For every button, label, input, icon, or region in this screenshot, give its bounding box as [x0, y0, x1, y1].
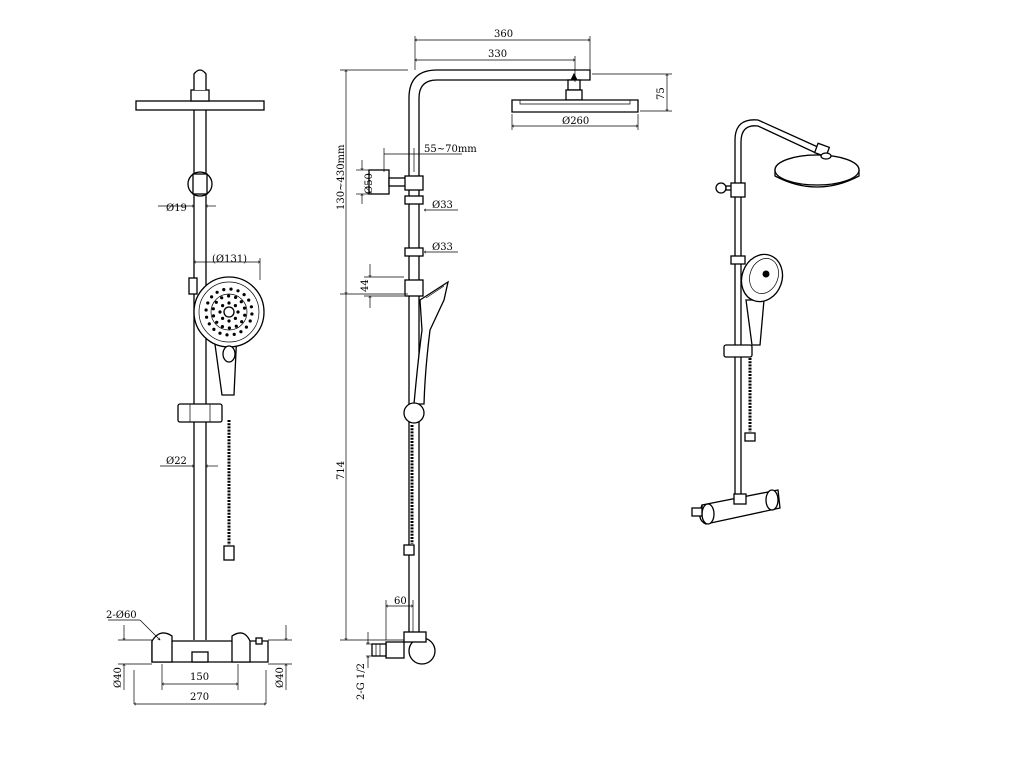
side-valve — [371, 631, 436, 665]
nozzle-dot — [227, 301, 231, 305]
dim-thread: 2-G 1/2 — [356, 663, 367, 700]
nozzle-dot — [233, 316, 237, 320]
perspective-view — [691, 119, 860, 525]
nozzle-dot — [215, 320, 219, 324]
nozzle-dot — [239, 330, 243, 334]
dim-wall-offset: 60 — [394, 596, 407, 607]
nozzle-dot — [218, 331, 222, 335]
nozzle-dot — [204, 308, 208, 312]
nozzle-dot — [247, 298, 251, 302]
dim-rail-dia: Ø19 — [166, 203, 187, 214]
dim-inlet: 2-Ø60 — [106, 610, 137, 621]
dim-arm-total: 360 — [494, 29, 513, 40]
dim-head-dia: Ø260 — [562, 116, 589, 127]
overhead-head-side — [511, 99, 639, 113]
dim-adjust-range: 130~430mm — [336, 144, 347, 210]
dim-lower-rail-dia: Ø22 — [166, 456, 187, 467]
nozzle-dot — [221, 316, 225, 320]
nozzle-dot — [227, 319, 231, 323]
nozzle-dot — [242, 306, 247, 310]
perspective-valve — [691, 489, 781, 525]
nozzle-dot — [233, 304, 237, 308]
nozzle-dot — [240, 320, 244, 324]
dim-width: 270 — [190, 692, 209, 703]
dim-arm-inner: 330 — [488, 49, 507, 60]
nozzle-dot — [225, 333, 229, 337]
front-view: Ø19 (Ø131) Ø22 2-Ø60 Ø40 Ø40 150 270 — [106, 69, 292, 704]
nozzle-dot — [220, 325, 224, 329]
dim-slider: 44 — [360, 279, 371, 292]
dim-body-right: Ø40 — [275, 667, 286, 688]
nozzle-dot — [244, 325, 248, 329]
dim-bracket-offset: 55~70mm — [424, 144, 477, 155]
nozzle-dot — [236, 310, 240, 314]
nozzle-dot — [250, 312, 254, 316]
side-view: 360 330 75 Ø260 55~70mm Ø50 Ø33 Ø33 1 — [336, 29, 672, 700]
dim-bracket-dia: Ø50 — [364, 173, 375, 194]
wall-bracket — [187, 171, 213, 197]
hose-connector — [223, 545, 235, 561]
thermostat-valve — [151, 632, 269, 663]
nozzle-dot — [227, 326, 231, 330]
nozzle-dot — [206, 301, 210, 305]
side-slider — [404, 279, 424, 297]
nozzle-dot — [242, 293, 246, 297]
nozzle-dot — [227, 294, 231, 298]
nozzle-dot — [236, 289, 240, 293]
nozzle-dot — [218, 310, 222, 314]
dim-tube-top-dia: Ø33 — [432, 200, 453, 211]
nozzle-dot — [220, 296, 224, 300]
dim-handshower-dia: (Ø131) — [212, 254, 247, 265]
side-hose-connector — [403, 544, 415, 556]
nozzle-dot — [212, 327, 216, 331]
overhead-shower-head — [135, 69, 265, 111]
hand-shower — [188, 276, 265, 396]
nozzle-dot — [234, 324, 238, 328]
nozzle-dot — [214, 300, 218, 304]
dim-head-height: 75 — [656, 87, 667, 100]
perspective-handshower — [740, 253, 784, 346]
shower-arm — [408, 69, 591, 175]
handshower-side — [403, 280, 449, 424]
tube-coupling — [404, 247, 424, 257]
nozzle-dot — [248, 319, 252, 323]
perspective-head — [774, 152, 860, 188]
nozzle-dot — [249, 305, 253, 309]
nozzle-dot — [232, 332, 236, 336]
slide-bar-holder — [177, 403, 223, 423]
nozzle-dot — [205, 315, 209, 319]
nozzle-dot — [234, 295, 238, 299]
nozzle-dot — [221, 304, 225, 308]
side-wall-bracket — [368, 169, 424, 205]
nozzle-dot — [210, 295, 214, 299]
nozzle-dot — [207, 322, 211, 326]
nozzle-dot — [222, 288, 226, 292]
spray-nozzle-pattern — [204, 287, 254, 337]
nozzle-dot — [211, 314, 216, 318]
nozzle-dot — [239, 300, 243, 304]
nozzle-dot — [211, 307, 215, 311]
main-rail — [193, 110, 207, 640]
dim-tube-mid-dia: Ø33 — [432, 242, 453, 253]
nozzle-dot — [215, 290, 219, 294]
dim-height: 714 — [336, 461, 347, 480]
dim-center: 150 — [190, 672, 209, 683]
dim-body-left: Ø40 — [113, 667, 124, 688]
nozzle-dot — [243, 313, 247, 317]
nozzle-dot — [229, 287, 233, 291]
